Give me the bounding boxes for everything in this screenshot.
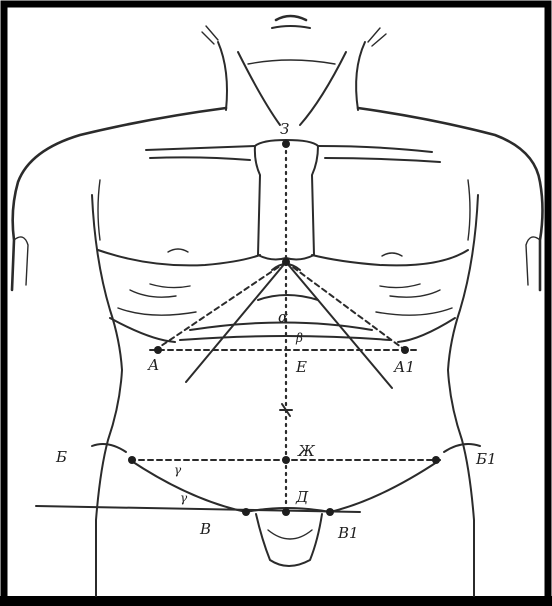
point-b1 (432, 456, 440, 464)
label-zh: Ж (297, 442, 316, 460)
point-v (242, 508, 250, 516)
point-z (282, 140, 290, 148)
label-a: А (147, 356, 159, 374)
point-zh (282, 456, 290, 464)
point-b (128, 456, 136, 464)
label-v1: В1 (337, 524, 359, 542)
label-alpha: α (278, 308, 288, 326)
label-gamma-1: γ (174, 463, 182, 477)
label-a1: А1 (393, 358, 415, 376)
point-v1 (326, 508, 334, 516)
point-a (154, 346, 162, 354)
label-v: В (199, 520, 211, 538)
label-beta: β (295, 331, 303, 345)
label-b1: Б1 (475, 450, 497, 468)
label-b: Б (55, 448, 67, 466)
image-frame-bottom (0, 596, 552, 606)
label-e: Е (295, 358, 307, 376)
label-z: З (280, 120, 289, 138)
label-d: Д (295, 488, 309, 506)
point-apex (282, 258, 290, 266)
label-gamma-2: γ (180, 491, 188, 505)
point-d (282, 508, 290, 516)
point-a1 (401, 346, 409, 354)
